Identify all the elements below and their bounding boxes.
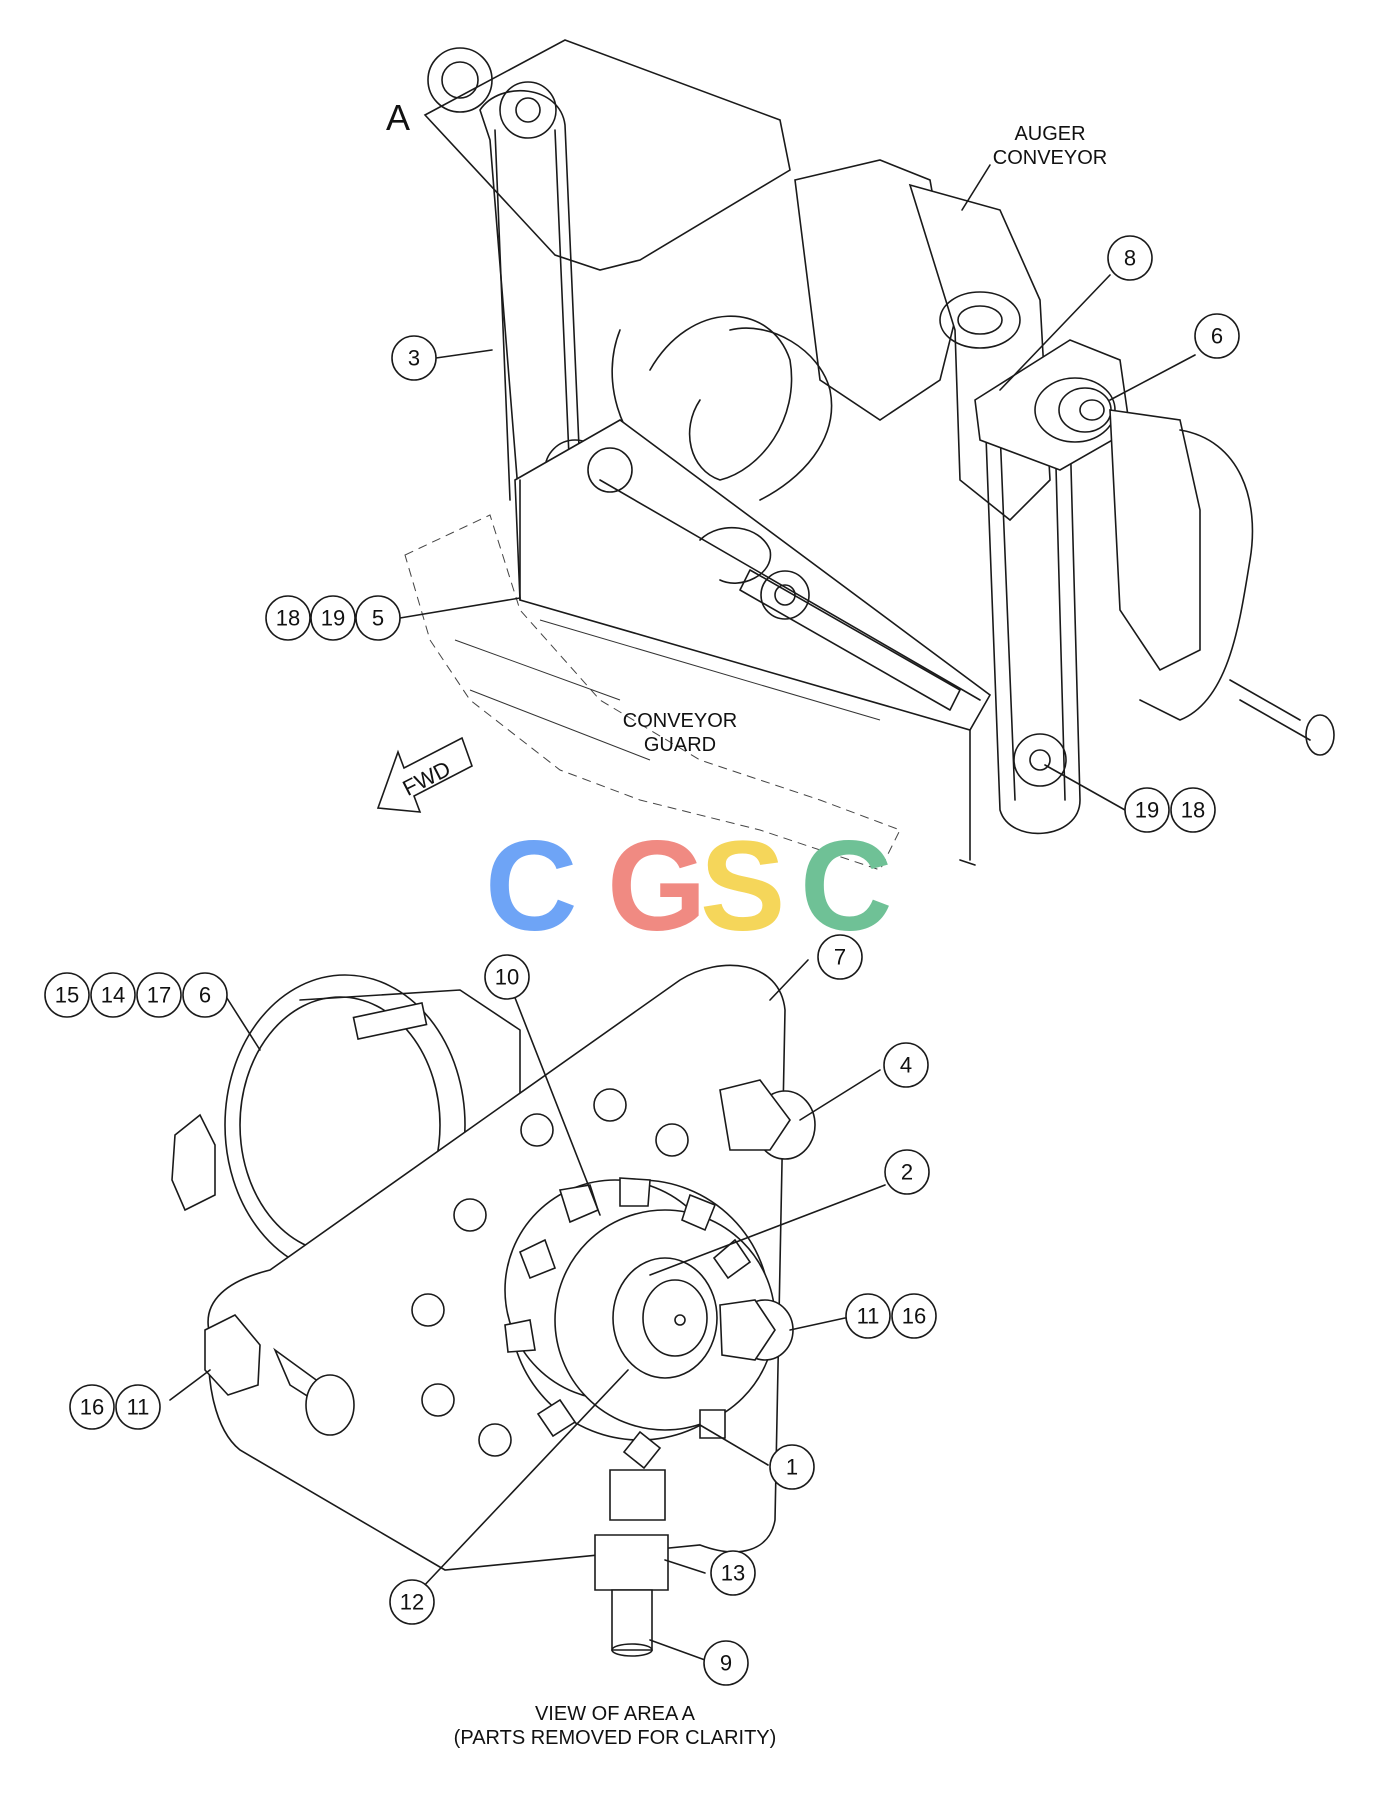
fwd-arrow: FWD: [376, 736, 473, 813]
callout-6-lower-label: 6: [199, 983, 211, 1008]
callout-19-left-label: 19: [321, 606, 345, 631]
callout-8-label: 8: [1124, 246, 1136, 271]
view-caption-1: VIEW OF AREA A: [535, 1703, 696, 1725]
callout-3: 3: [391, 335, 437, 381]
callout-9-label: 9: [720, 1651, 732, 1676]
callout-19-left: 19: [310, 595, 356, 641]
callout-8: 8: [1107, 235, 1153, 281]
callout-16-left: 16: [69, 1384, 115, 1430]
callout-11-right-label: 11: [857, 1304, 880, 1329]
callout-10-label: 10: [495, 965, 519, 990]
callout-15-label: 15: [55, 983, 79, 1008]
callout-14-label: 14: [101, 983, 125, 1008]
watermark: C G S C: [485, 815, 892, 958]
callout-1-label: 1: [786, 1455, 798, 1480]
auger-conveyor-label-1: AUGER: [1014, 123, 1085, 145]
auger-conveyor-label-2: CONVEYOR: [993, 147, 1107, 169]
callout-12: 12: [389, 1579, 435, 1625]
conveyor-guard-label-2: GUARD: [644, 734, 716, 756]
callout-19-right: 19: [1124, 787, 1170, 833]
callout-2-label: 2: [901, 1160, 913, 1185]
callout-7-label: 7: [834, 945, 846, 970]
callout-14: 14: [90, 972, 136, 1018]
callout-11-left: 11: [115, 1384, 161, 1430]
detail-view-area-a: [171, 964, 816, 1657]
callout-16-right: 16: [891, 1293, 937, 1339]
callout-16-right-label: 16: [902, 1304, 926, 1329]
watermark-letter-1: C: [485, 815, 577, 958]
view-caption-2: (PARTS REMOVED FOR CLARITY): [454, 1727, 777, 1749]
callout-13: 13: [710, 1550, 756, 1596]
frame-plate-left: [423, 39, 791, 271]
callout-11-right: 11: [845, 1293, 891, 1339]
callout-7: 7: [817, 934, 863, 980]
upper-assembly: [404, 39, 1335, 871]
callout-3-label: 3: [408, 346, 420, 371]
view-marker: A: [386, 97, 410, 138]
callout-16-left-label: 16: [80, 1395, 104, 1420]
conveyor-guard-label-1: CONVEYOR: [623, 710, 737, 732]
conveyor-guard-outline: [404, 514, 901, 871]
callout-15: 15: [44, 972, 90, 1018]
callout-9: 9: [703, 1640, 749, 1686]
callout-17-label: 17: [147, 983, 171, 1008]
callout-19-right-label: 19: [1135, 798, 1159, 823]
callout-18-right-label: 18: [1181, 798, 1205, 823]
callout-5: 5: [355, 595, 401, 641]
callout-1: 1: [769, 1444, 815, 1490]
watermark-letter-3: S: [700, 815, 785, 958]
callout-10: 10: [484, 954, 530, 1000]
lower-beam: [514, 419, 992, 731]
callout-18-left-label: 18: [276, 606, 300, 631]
callout-4: 4: [883, 1042, 929, 1088]
callout-18-left: 18: [265, 595, 311, 641]
callout-12-label: 12: [400, 1590, 424, 1615]
callout-13-label: 13: [721, 1561, 745, 1586]
frame-plate-center: [794, 159, 956, 421]
callout-11-left-label: 11: [127, 1395, 150, 1420]
watermark-letter-2: G: [607, 815, 707, 958]
callout-6-upper: 6: [1194, 313, 1240, 359]
callout-4-label: 4: [900, 1053, 912, 1078]
callout-17: 17: [136, 972, 182, 1018]
callout-2: 2: [884, 1149, 930, 1195]
callout-18-right: 18: [1170, 787, 1216, 833]
sprocket: [504, 1177, 776, 1470]
auger-flighting: [649, 315, 793, 481]
callout-6-upper-label: 6: [1211, 324, 1223, 349]
watermark-letter-4: C: [800, 815, 892, 958]
bolt-heads: [411, 1088, 689, 1457]
leader-lines: [169, 274, 1196, 1661]
callout-6-lower: 6: [182, 972, 228, 1018]
callout-5-label: 5: [372, 606, 384, 631]
